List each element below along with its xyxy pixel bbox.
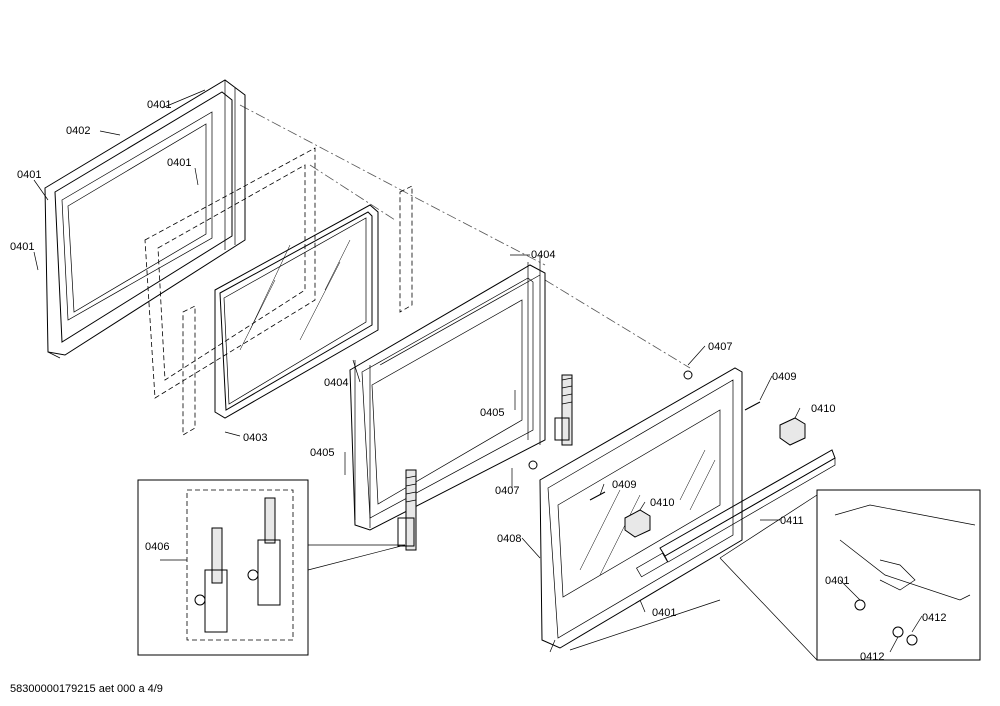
label-0404-left: 0404	[324, 377, 348, 389]
label-0405-right: 0405	[480, 407, 504, 419]
label-0411: 0411	[780, 515, 804, 527]
assembly-axis-lines	[239, 104, 691, 369]
hinge-left	[397, 469, 417, 551]
label-0408: 0408	[497, 533, 521, 545]
hinge-detail-box	[137, 479, 406, 656]
pin-lower	[589, 491, 606, 501]
hinge-right	[554, 374, 573, 446]
front-glass-door	[539, 367, 743, 649]
clip-block-upper	[779, 417, 806, 446]
middle-door-frame	[349, 255, 546, 531]
clip-block-lower	[624, 509, 651, 538]
label-0401-left: 0401	[10, 241, 34, 253]
bumper-upper	[683, 370, 693, 380]
label-0406: 0406	[145, 541, 169, 553]
label-0412-bottom: 0412	[860, 651, 884, 663]
label-0402: 0402	[66, 125, 90, 137]
door-handle	[659, 449, 836, 563]
label-0405-left: 0405	[310, 447, 334, 459]
inner-glass-panel	[214, 204, 379, 419]
label-0401-top: 0401	[147, 99, 171, 111]
label-0407-top: 0407	[708, 341, 732, 353]
label-0404-top: 0404	[531, 249, 555, 261]
label-0407-bottom: 0407	[495, 485, 519, 497]
label-0401-screw-box: 0401	[825, 575, 849, 587]
drawing-reference-code: 58300000179215 aet 000 a 4/9	[10, 683, 163, 695]
label-0409-bottom: 0409	[612, 479, 636, 491]
label-0401-door: 0401	[652, 607, 676, 619]
screw-detail-box	[719, 489, 981, 661]
label-0401-left-top: 0401	[17, 169, 41, 181]
label-0401-frame-inner: 0401	[167, 157, 191, 169]
dashed-seal-frame	[144, 147, 413, 436]
part-labels: 0401 0402 0401 0401 0401 0404 0404 0403 …	[10, 99, 946, 663]
outer-door-frame	[44, 79, 246, 359]
bumper-lower	[528, 460, 538, 470]
pin-upper	[744, 401, 761, 411]
label-0410-bottom: 0410	[650, 497, 674, 509]
leader-lines	[33, 89, 923, 653]
label-0409-top: 0409	[772, 371, 796, 383]
label-0410-top: 0410	[811, 403, 835, 415]
label-0403: 0403	[243, 432, 267, 444]
label-0412-right: 0412	[922, 612, 946, 624]
